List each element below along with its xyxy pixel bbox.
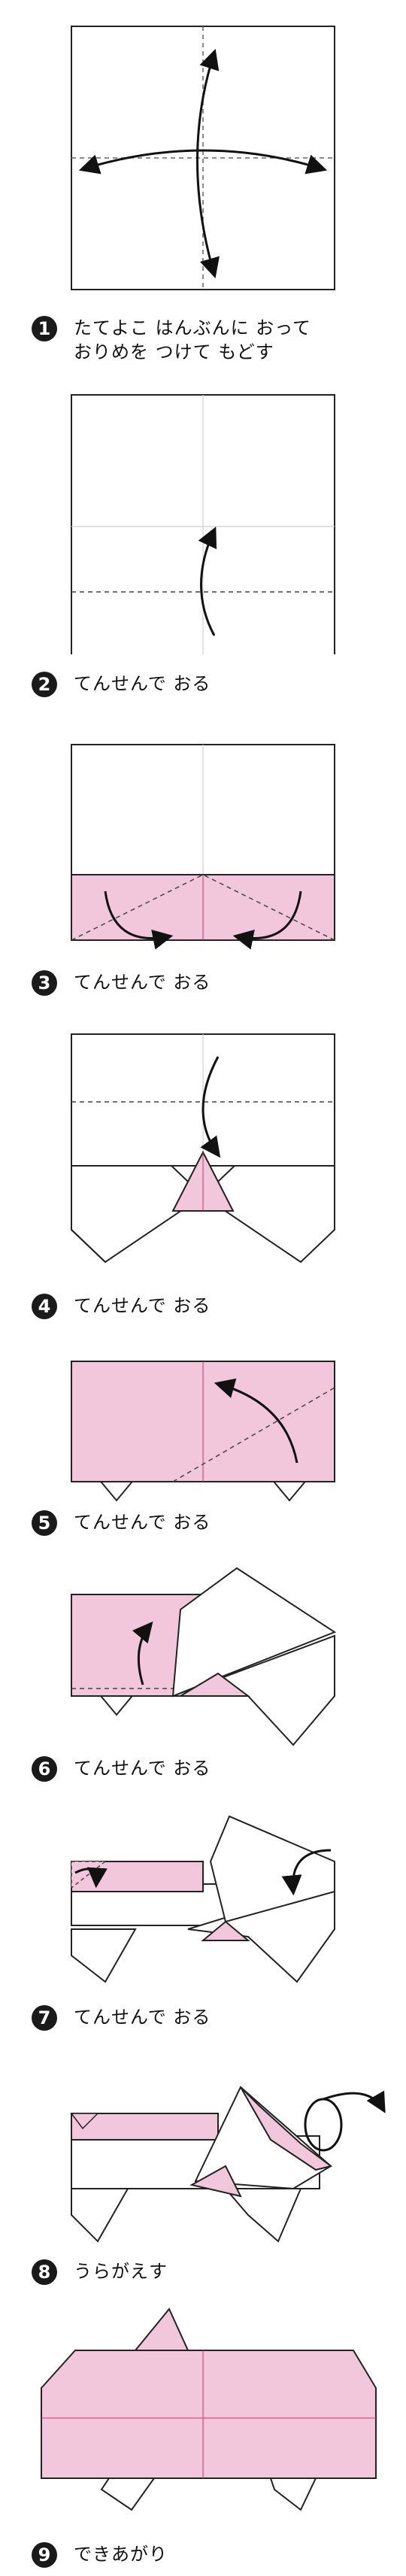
step-number-badge: 5 [32,1510,57,1536]
step-9-diagram [0,2305,406,2531]
step-instruction: うらがえす [74,2259,168,2283]
instruction-line: てんせんで おる [74,1295,211,1316]
step-6-caption: 6 てんせんで おる [32,1756,211,1782]
step-instruction: たてよこ はんぶんに おって おりめを つけて もどす [74,316,311,364]
step-number-badge: 4 [32,1294,57,1319]
instruction-line: うらがえす [74,2261,168,2282]
step-3-diagram [0,733,406,959]
step-number-badge: 9 [32,2542,57,2568]
step-instruction: てんせんで おる [74,2005,211,2029]
instruction-line: たてよこ はんぶんに おって [74,317,312,338]
step-number-badge: 2 [32,672,57,697]
instruction-line: てんせんで おる [74,673,211,694]
step-4-diagram [0,1023,406,1264]
step-instruction: てんせんで おる [74,1510,211,1534]
step-7-diagram [0,1809,406,1997]
step-2-diagram [0,384,406,654]
instruction-line: てんせんで おる [74,2007,211,2028]
step-6-diagram [0,1564,406,1752]
step-2-caption: 2 てんせんで おる [32,672,211,697]
step-number-badge: 1 [32,316,57,341]
step-number-badge: 7 [32,2005,57,2031]
step-1-diagram [0,23,406,308]
instruction-line: できあがり [74,2544,168,2565]
step-9-caption: 9 できあがり [32,2542,168,2568]
step-instruction: てんせんで おる [74,1294,211,1318]
step-7-caption: 7 てんせんで おる [32,2005,211,2031]
step-number-badge: 3 [32,970,57,996]
step-3-caption: 3 てんせんで おる [32,970,211,996]
step-8-diagram [0,2053,406,2256]
step-instruction: てんせんで おる [74,672,211,696]
step-instruction: てんせんで おる [74,970,211,994]
instruction-line: てんせんで おる [74,972,211,993]
step-instruction: できあがり [74,2542,168,2566]
step-1-caption: 1 たてよこ はんぶんに おって おりめを つけて もどす [32,316,311,364]
step-number-badge: 6 [32,1756,57,1782]
step-8-caption: 8 うらがえす [32,2259,168,2285]
step-5-caption: 5 てんせんで おる [32,1510,211,1536]
instruction-line: てんせんで おる [74,1758,211,1779]
instruction-line: おりめを つけて もどす [74,341,274,363]
step-5-diagram [0,1350,406,1523]
step-instruction: てんせんで おる [74,1756,211,1780]
instruction-line: てんせんで おる [74,1512,211,1533]
step-4-caption: 4 てんせんで おる [32,1294,211,1319]
step-number-badge: 8 [32,2259,57,2285]
